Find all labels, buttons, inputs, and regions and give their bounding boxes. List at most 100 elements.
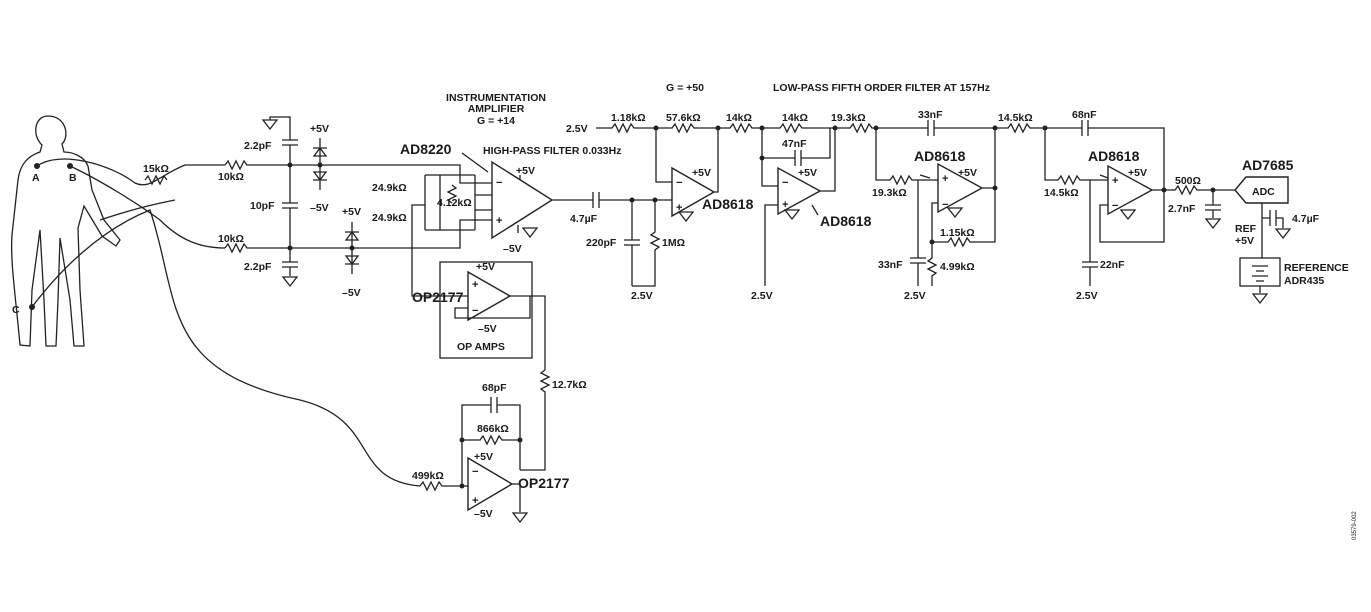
rail-m5-op2: –5V (474, 508, 493, 520)
rail-p5-u2: +5V (798, 167, 817, 179)
rail-p5-op1: +5V (476, 261, 495, 273)
figure-id: 03579-002 (1352, 511, 1358, 540)
label-33n-b: 33nF (878, 259, 903, 271)
capacitor-2p2pf-bot (282, 248, 298, 276)
label-2p2pf-top: 2.2pF (244, 140, 272, 152)
lead-rld (99, 199, 176, 221)
label-1m: 1MΩ (662, 237, 685, 249)
rail-p5-op2: +5V (474, 451, 493, 463)
label-68pf: 68pF (482, 382, 507, 394)
label-14k5-b: 14.5kΩ (1044, 187, 1079, 199)
label-4u7: 4.7µF (570, 213, 598, 225)
ad8618-b (777, 166, 822, 216)
label-1k15: 1.15kΩ (940, 227, 975, 239)
label-22n: 22nF (1100, 259, 1125, 271)
ad8220-inamp (491, 160, 554, 240)
resistor-10k-bot (224, 242, 318, 254)
label-68n: 68nF (1072, 109, 1097, 121)
resistor-12k7 (520, 369, 551, 471)
rail-m5-a: –5V (310, 202, 329, 214)
label-57k6: 57.6kΩ (666, 112, 701, 124)
part-ad8220: AD8220 (400, 141, 452, 157)
label-14k-a: 14kΩ (726, 112, 752, 124)
title-gain-50: G = +50 (666, 82, 704, 94)
electrode-a-label: A (32, 172, 40, 184)
rail-2p5-in: 2.5V (566, 123, 588, 135)
op2177-a (467, 270, 512, 322)
protection-diodes-top (312, 138, 328, 190)
rail-2p5-d: 2.5V (1076, 290, 1098, 302)
svg-text:−: − (1112, 200, 1118, 212)
title-hp-filter: HIGH-PASS FILTER 0.033Hz (483, 145, 621, 157)
reference-label-1: REFERENCE (1284, 262, 1349, 274)
svg-text:−: − (942, 199, 948, 211)
rail-2p5-b: 2.5V (751, 290, 773, 302)
label-499k: 499kΩ (412, 470, 444, 482)
svg-text:−: − (472, 305, 478, 317)
capacitor-220pf (624, 200, 640, 286)
label-15k: 15kΩ (143, 163, 169, 175)
label-220pf: 220pF (586, 237, 617, 249)
label-10pf: 10pF (250, 200, 275, 212)
reference-label-2: ADR435 (1284, 275, 1324, 287)
ad8618-c (937, 162, 984, 214)
label-24k9-a: 24.9kΩ (372, 182, 407, 194)
label-4k99: 4.99kΩ (940, 261, 975, 273)
title-inamp-gain: G = +14 (477, 115, 515, 127)
label-2p2pf-bot: 2.2pF (244, 261, 272, 273)
label-4k12: 4.12kΩ (437, 197, 472, 209)
gain-network (424, 174, 492, 231)
resistor-1m (632, 200, 661, 287)
lead-a (36, 158, 225, 186)
rail-2p5-a: 2.5V (631, 290, 653, 302)
lead-b (69, 165, 226, 249)
op2177-b (467, 456, 514, 512)
electrode-c-label: C (12, 304, 20, 316)
svg-text:−: − (676, 177, 682, 189)
rail-p5-u1: +5V (692, 167, 711, 179)
resistor-866k (462, 434, 520, 446)
label-14k5-a: 14.5kΩ (998, 112, 1033, 124)
lead-c (31, 209, 421, 487)
svg-text:+: + (1112, 175, 1118, 187)
ref-label: REF (1235, 223, 1257, 235)
label-500: 500Ω (1175, 175, 1201, 187)
title-lp-filter: LOW-PASS FIFTH ORDER FILTER AT 157Hz (773, 82, 990, 94)
label-4u7-ref: 4.7µF (1292, 213, 1320, 225)
rail-m5-b: –5V (342, 287, 361, 299)
label-47n: 47nF (782, 138, 807, 150)
ad8618-d (1107, 164, 1154, 216)
label-24k9-b: 24.9kΩ (372, 212, 407, 224)
part-ad8618-d: AD8618 (1088, 148, 1140, 164)
svg-text:+: + (472, 495, 478, 507)
svg-text:−: − (472, 466, 478, 478)
rail-p5-u3: +5V (958, 167, 977, 179)
capacitor-2p2pf-top (282, 125, 298, 165)
capacitor-68pf (461, 397, 521, 486)
reference-box (1239, 257, 1281, 287)
rail-p5-inamp: +5V (516, 165, 535, 177)
human-body-outline (10, 115, 121, 347)
part-op2177-a: OP2177 (412, 289, 464, 305)
ad8618-a (671, 166, 716, 218)
capacitor-10pf (282, 165, 298, 248)
part-ad8618-b: AD8618 (820, 213, 872, 229)
label-2n7: 2.7nF (1168, 203, 1196, 215)
title-op-amps: OP AMPS (457, 341, 505, 353)
label-19k3-b: 19.3kΩ (872, 187, 907, 199)
label-14k-b: 14kΩ (782, 112, 808, 124)
rail-p5-u4: +5V (1128, 167, 1147, 179)
resistor-10k-top (224, 159, 318, 171)
part-op2177-b: OP2177 (518, 475, 570, 491)
rail-m5-inamp: –5V (503, 243, 522, 255)
svg-text:−: − (496, 177, 502, 189)
label-33n-a: 33nF (918, 109, 943, 121)
part-ad7685: AD7685 (1242, 157, 1294, 173)
resistor-4k99 (926, 242, 938, 286)
rail-p5-a: +5V (310, 123, 329, 135)
op-amps-box (439, 261, 533, 359)
rail-p5-b: +5V (342, 206, 361, 218)
adc-label: ADC (1252, 186, 1275, 198)
label-1k18: 1.18kΩ (611, 112, 646, 124)
